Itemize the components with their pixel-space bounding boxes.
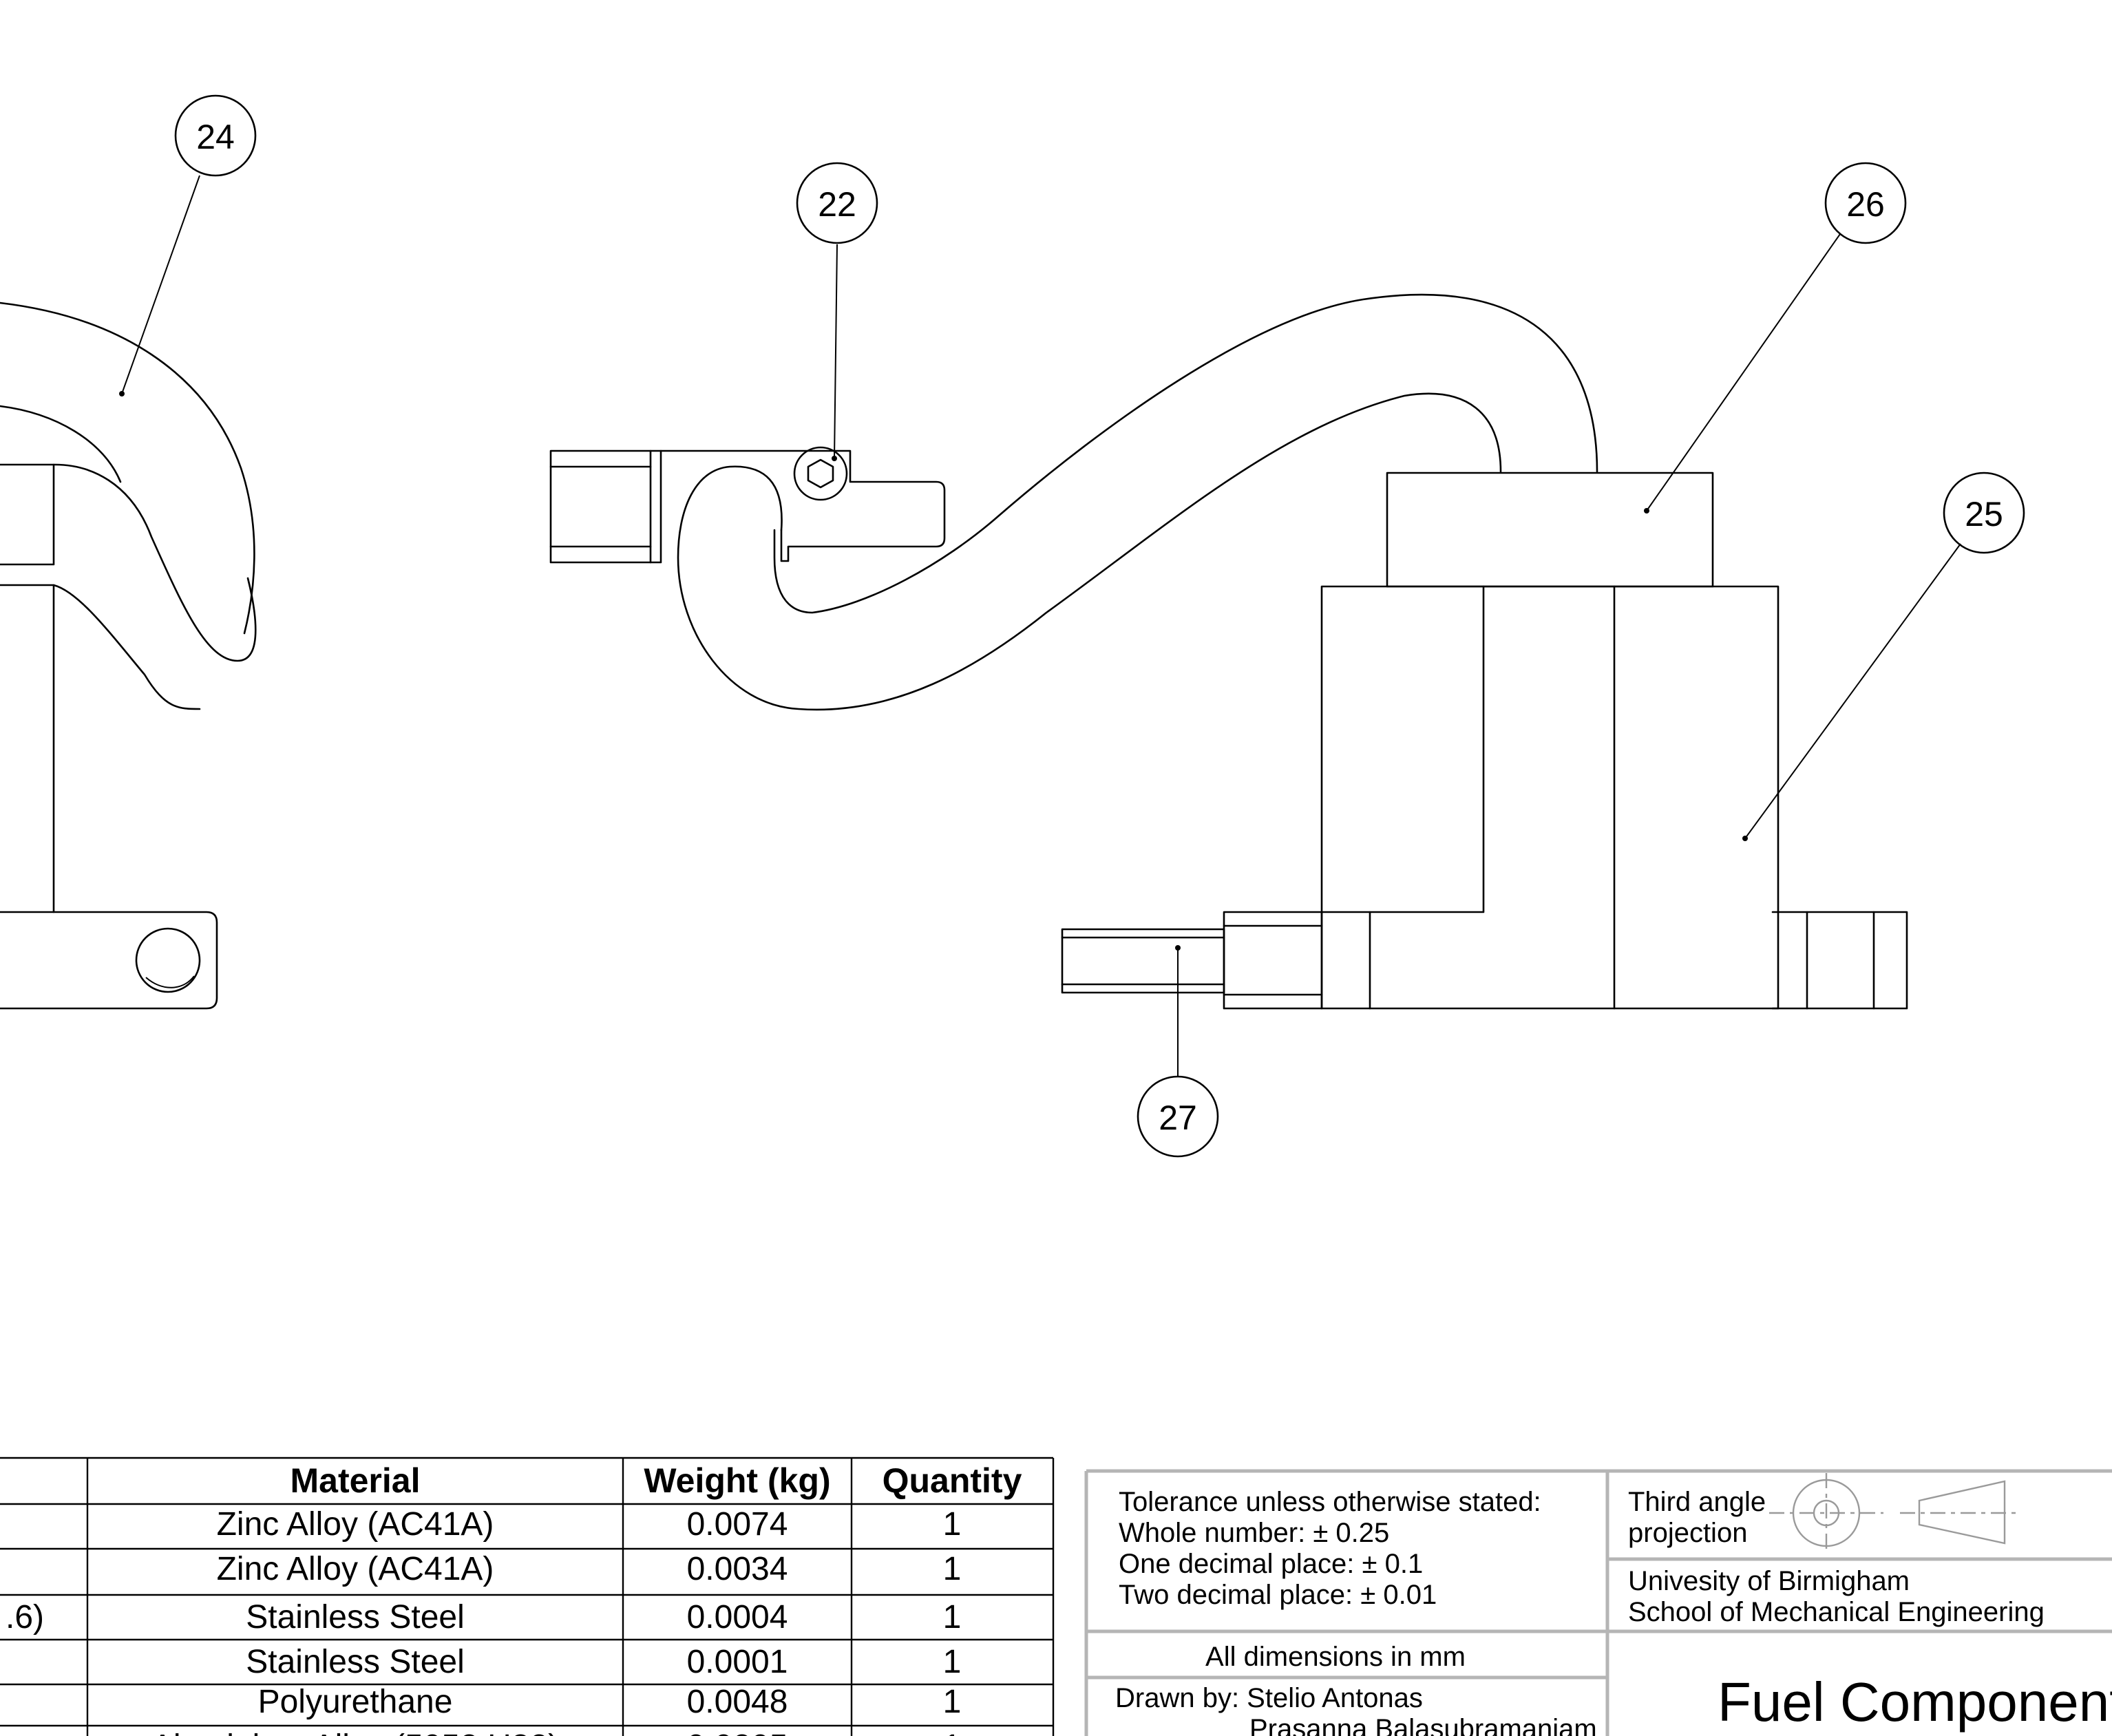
leader-lines: [119, 175, 1961, 1077]
tolerance-line: Whole number: ± 0.25: [1119, 1518, 1389, 1548]
third-angle-projection-icon: [1769, 1473, 2017, 1553]
dimensions-note: All dimensions in mm: [1205, 1642, 1466, 1672]
bom-header-weight: Weight (kg): [644, 1461, 830, 1500]
balloon-27: 27: [1137, 1075, 1219, 1158]
bom-cell-material: Zinc Alloy (AC41A): [217, 1551, 494, 1587]
balloon-label: 27: [1159, 1099, 1197, 1137]
bom-cell-quantity: 1: [943, 1644, 962, 1680]
projection-label: Third angle: [1628, 1487, 1766, 1517]
bom-cell-quantity: 1: [943, 1599, 962, 1636]
bom-cell-weight: 0.0034: [687, 1551, 788, 1587]
institution-line: School of Mechanical Engineering: [1628, 1597, 2045, 1627]
bom-cell-material: Stainless Steel: [246, 1599, 465, 1636]
bom-cell-material: Zinc Alloy (AC41A): [217, 1506, 494, 1543]
bom-cell-weight: 0.0048: [687, 1684, 788, 1720]
part-22-view: [549, 293, 1598, 711]
institution-line: Univesity of Birmigham: [1628, 1566, 1910, 1596]
bom-table: Material Weight (kg) Quantity Zinc Alloy…: [0, 1457, 1055, 1736]
bom-cell-weight: 0.0004: [687, 1599, 788, 1636]
bom-cell-quantity: 1: [943, 1506, 962, 1543]
balloon-label: 26: [1846, 185, 1885, 224]
part-24-view: [0, 301, 257, 1010]
part-25-26-27-view: [1061, 472, 1908, 1010]
balloon-label: 25: [1965, 495, 2003, 533]
tolerance-line: One decimal place: ± 0.1: [1119, 1549, 1423, 1579]
bom-cell-material: Stainless Steel: [246, 1644, 465, 1680]
drawn-by: Drawn by: Stelio Antonas: [1115, 1683, 1423, 1713]
bolt-hole-icon: [135, 927, 201, 993]
bom-header-quantity: Quantity: [883, 1461, 1022, 1500]
balloon-22: 22: [796, 162, 878, 244]
bom-cell-quantity: 1: [943, 1728, 962, 1736]
title-block: Tolerance unless otherwise stated: Whole…: [1084, 1469, 2112, 1736]
bom-cell-weight: 0.0001: [687, 1644, 788, 1680]
hex-socket-screw-icon: [793, 446, 848, 501]
drawing-title: Fuel Components: [1718, 1671, 2112, 1733]
bom-cell-material: Aluminium Alloy (5052 H32): [151, 1728, 559, 1736]
tolerance-line: Tolerance unless otherwise stated:: [1119, 1487, 1541, 1517]
balloon-label: 22: [818, 185, 856, 224]
projection-label: projection: [1628, 1518, 1747, 1548]
balloon-25: 25: [1943, 472, 2025, 554]
bom-cell-material: Polyurethane: [258, 1684, 453, 1720]
balloon-26: 26: [1824, 162, 1907, 244]
bom-cell-weight: 0.0074: [687, 1506, 788, 1543]
bom-cell-quantity: 1: [943, 1551, 962, 1587]
bom-cell-quantity: 1: [943, 1684, 962, 1720]
bom-cell-weight: 0.0205: [687, 1728, 788, 1736]
tolerance-line: Two decimal place: ± 0.01: [1119, 1580, 1437, 1610]
bom-header-material: Material: [291, 1461, 421, 1500]
balloon-label: 24: [196, 118, 235, 156]
balloon-24: 24: [174, 94, 257, 177]
bom-cell-part-fragment: .6): [6, 1599, 44, 1636]
drawn-by-2: Prasanna Balasubramaniam: [1249, 1714, 1597, 1736]
